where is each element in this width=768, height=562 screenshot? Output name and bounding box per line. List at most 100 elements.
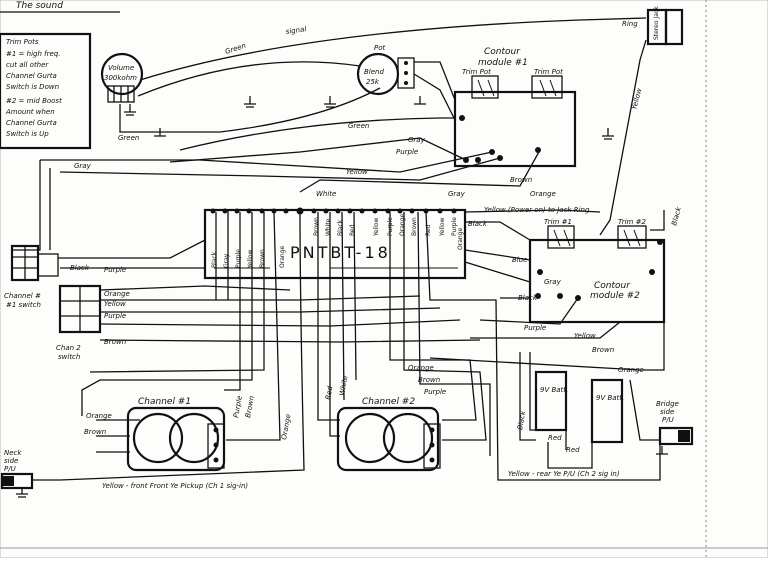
label-black-2: Black <box>518 294 538 302</box>
notes-line-9: Switch is Up <box>6 130 49 138</box>
notes-line-2: #1 = high freq. <box>6 50 60 58</box>
contour-module-2: Contour module #2 Trim #1 Trim #2 <box>528 218 666 324</box>
trim-pot-notes: Trim Pots #1 = high freq. cut all other … <box>5 38 62 138</box>
notes-line-4: Channel Gurta <box>6 72 57 80</box>
channel-2-pickup: Channel #2 <box>336 397 441 472</box>
neck-side-jack: Neck side P/U <box>0 449 34 490</box>
label-purple-2: Purple <box>524 324 546 332</box>
volume-pot-label-1: Volume <box>108 64 134 72</box>
contour-module-2-title-1: Contour <box>594 281 631 291</box>
stereo-jack: Stereo Jack Ring <box>622 6 684 46</box>
contour-module-1-trim-2: Trim Pot <box>534 68 563 76</box>
label-purple-left: Purple <box>104 266 126 274</box>
label-white-pu2: White <box>338 375 349 396</box>
pin-label-4: Yellow <box>247 249 254 269</box>
label-yellow-2: Yellow <box>574 332 596 340</box>
contour-module-1-title-1: Contour <box>484 47 521 57</box>
battery-2: 9V Batt. <box>590 378 624 444</box>
channel-1-switch-label-1: Channel # <box>4 292 41 300</box>
notes-line-6: #2 = mid Boost <box>6 97 62 105</box>
label-yellow-front: Yellow - front Front Ye Pickup (Ch 1 sig… <box>102 482 248 490</box>
bridge-jack-label-2: side <box>660 408 674 416</box>
label-yellow-1: Yellow <box>346 168 368 176</box>
neck-jack-label-2: side <box>4 457 18 465</box>
label-green-2: Green <box>118 134 139 142</box>
pin-label-14: Brown <box>411 217 418 236</box>
channel-1-pickup: Channel #1 <box>126 397 226 472</box>
board-pins <box>210 207 457 215</box>
pin-label-1: Black <box>211 251 218 268</box>
label-purple-pu2: Purple <box>424 388 446 396</box>
label-gray-3: Gray <box>544 278 562 286</box>
header-title-fragment: The sound <box>16 1 63 11</box>
label-green-3: Green <box>348 122 369 130</box>
label-black-batt: Black <box>516 409 527 430</box>
notes-line-5: Switch is Down <box>6 83 59 91</box>
channel-1-switch: Channel # #1 switch <box>4 244 59 309</box>
label-orange-2: Orange <box>618 366 644 374</box>
pin-label-18: Orange <box>457 228 464 250</box>
label-brown-2: Brown <box>592 346 614 354</box>
pin-label-10: Red <box>349 224 356 236</box>
pin-label-2: Gray <box>223 253 230 268</box>
trim-pot-notes-box <box>0 32 92 150</box>
label-brown-left: Brown <box>104 338 126 346</box>
contour-module-1-title-2: module #1 <box>478 58 528 68</box>
channel-2-switch-label-2: switch <box>58 353 80 361</box>
label-red-batt: Red <box>548 434 562 442</box>
label-orange-pu1b: Orange <box>280 413 292 440</box>
label-orange-1: Orange <box>530 190 556 198</box>
blend-pot: Pot Blend 25k <box>356 44 415 96</box>
pin-label-6: Orange <box>279 246 286 268</box>
notes-line-3: cut all other <box>6 61 49 69</box>
stereo-jack-label: Stereo Jack <box>653 6 660 40</box>
pin-label-7: Brown <box>313 217 320 236</box>
contour-module-1: Contour module #1 Trim Pot Trim Pot <box>453 47 577 168</box>
label-purple-left-2: Purple <box>104 312 126 320</box>
label-brown-1: Brown <box>510 176 532 184</box>
pin-label-11: Yellow <box>373 217 380 237</box>
label-blue: Blue <box>512 256 528 264</box>
label-black-left: Black <box>70 264 90 272</box>
label-yellow-left: Yellow <box>104 300 126 308</box>
label-gray-1: Gray <box>408 136 426 144</box>
label-purple-1: Purple <box>396 148 418 156</box>
pin-label-17: Purple <box>451 217 458 236</box>
pin-label-13: Orange <box>399 214 406 236</box>
label-red-pu2: Red <box>324 385 334 400</box>
channel-2-pickup-label: Channel #2 <box>362 397 415 407</box>
contour-module-2-trim-2: Trim #2 <box>618 218 646 226</box>
battery-2-label: 9V Batt. <box>596 394 624 402</box>
pin-label-5: Brown <box>259 249 266 268</box>
notes-line-8: Channel Gurta <box>6 119 57 127</box>
label-brown-pu1: Brown <box>84 428 106 436</box>
pin-label-9: Black <box>337 219 344 236</box>
label-red-batt-2: Red <box>566 446 580 454</box>
bridge-jack-label-3: P/U <box>662 416 674 424</box>
channel-1-pickup-label: Channel #1 <box>138 397 191 407</box>
neck-jack-label-3: P/U <box>4 465 16 473</box>
label-brown-pu2: Brown <box>418 376 440 384</box>
contour-module-2-trim-1: Trim #1 <box>544 218 572 226</box>
pin-label-15: Red <box>425 224 432 236</box>
blend-pot-label-3: 25k <box>366 78 380 86</box>
wires <box>12 17 668 498</box>
channel-1-switch-label-2: #1 switch <box>6 301 41 309</box>
channel-2-switch-label-1: Chan 2 <box>56 344 81 352</box>
label-white-1: White <box>316 190 336 198</box>
pntbt-18-label: PNTBT-18 <box>290 243 391 262</box>
label-gray-2: Gray <box>448 190 466 198</box>
board-pin-labels: Black Gray Purple Yellow Brown Orange Br… <box>211 214 464 269</box>
battery-1-label: 9V Batt. <box>540 386 568 394</box>
pntbt-18-board: PNTBT-18 <box>203 208 467 280</box>
ring-label: Ring <box>622 20 638 28</box>
pin-label-16: Yellow <box>439 217 446 237</box>
label-gray-left: Gray <box>74 162 92 170</box>
channel-2-switch: Chan 2 switch <box>56 284 102 361</box>
bridge-side-jack: Bridge side P/U <box>656 400 694 446</box>
neck-jack-label-1: Neck <box>4 449 22 457</box>
volume-pot-label-2: 300kohm <box>104 74 137 82</box>
label-brown-pu1b: Brown <box>244 395 256 418</box>
